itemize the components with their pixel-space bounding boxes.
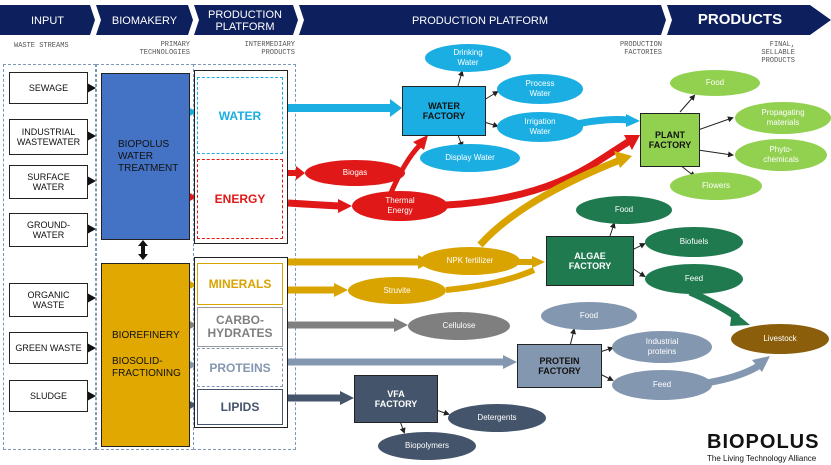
subheader-primary-technologies: PRIMARY TECHNOLOGIES [139,41,190,57]
biorefinery-label: BIOREFINERY [112,330,180,341]
algae-feed: Feed [645,264,743,294]
protein-factory: PROTEIN FACTORY [517,344,602,388]
detergents: Detergents [448,404,546,432]
input-organic-waste: ORGANIC WASTE [9,283,88,317]
algae-factory: ALGAE FACTORY [546,236,634,286]
subheader-production-factories: PRODUCTION FACTORIES [619,41,662,57]
intermediary-water: WATER [197,77,283,154]
water-factory-connectors [457,70,499,148]
biorefinery-box: BIOREFINERY BIOSOLID- FRACTIONING [101,263,190,447]
intermediary-energy: ENERGY [197,159,283,239]
propagating-materials: Propagating materials [735,102,831,134]
flowers: Flowers [670,172,762,200]
input-industrial-wastewater: INDUSTRIAL WASTEWATER [9,119,88,155]
process-water: Process Water [497,74,583,104]
input-groundwater: GROUND- WATER [9,213,88,247]
intermediary-frame [193,64,296,450]
input-sludge: SLUDGE [9,380,88,412]
input-arrows [87,83,96,401]
header-products: PRODUCTS [697,11,783,28]
npk-fertilizer: NPK fertilizer [420,247,520,275]
phytochemicals: Phyto- chemicals [735,139,827,171]
subheader-intermediary-products: INTERMEDIARY PRODUCTS [244,41,295,57]
drinking-water: Drinking Water [425,44,511,72]
biogas: Biogas [305,160,405,186]
header-biomakery: BIOMAKERY [111,15,178,27]
logo-wordmark: BIOPOLUS [707,431,820,453]
water-treatment-box: BIOPOLUS WATER TREATMENT [101,73,190,240]
plant-factory: PLANT FACTORY [640,113,700,167]
display-water: Display Water [420,144,520,172]
intermediary-lipids: LIPIDS [197,389,283,425]
input-sewage: SEWAGE [9,72,88,104]
tech-to-intermediary-arrows [188,107,197,410]
intermediary-proteins: PROTEINS [197,348,283,387]
header-input: INPUT [31,15,64,27]
subheader-final-products: FINAL, SELLABLE PRODUCTS [761,41,795,65]
cellulose: Cellulose [408,312,510,340]
logo-tagline: The Living Technology Alliance [707,454,817,463]
intermediary-minerals: MINERALS [197,263,283,305]
plant-food: Food [670,70,760,96]
intermediary-carbohydrates: CARBO- HYDRATES [197,307,283,347]
input-surface-water: SURFACE WATER [9,165,88,199]
water-factory: WATER FACTORY [402,86,486,136]
water-treatment-label: BIOPOLUS WATER TREATMENT [118,138,179,174]
tech-link-arrow [138,240,148,260]
protein-feed: Feed [612,370,712,400]
livestock: Livestock [731,324,829,354]
biopolymers: Biopolymers [378,432,476,460]
industrial-proteins: Industrial proteins [612,331,712,363]
input-frame [3,64,96,450]
protein-food: Food [541,302,637,330]
input-green-waste: GREEN WASTE [9,332,88,364]
header-production-platform-short: PRODUCTION PLATFORM [208,9,282,33]
irrigation-water: Irrigation Water [497,112,583,142]
subheader-waste-streams: WASTE STREAMS [14,42,69,50]
struvite: Struvite [348,277,446,304]
algae-food: Food [576,196,672,224]
vfa-factory: VFA FACTORY [354,375,438,423]
thermal-energy: Thermal Energy [352,191,448,221]
biosolid-label: BIOSOLID- FRACTIONING [112,356,181,379]
header-production-platform: PRODUCTION PLATFORM [411,15,549,27]
biofuels: Biofuels [645,227,743,257]
header-band [0,5,831,35]
